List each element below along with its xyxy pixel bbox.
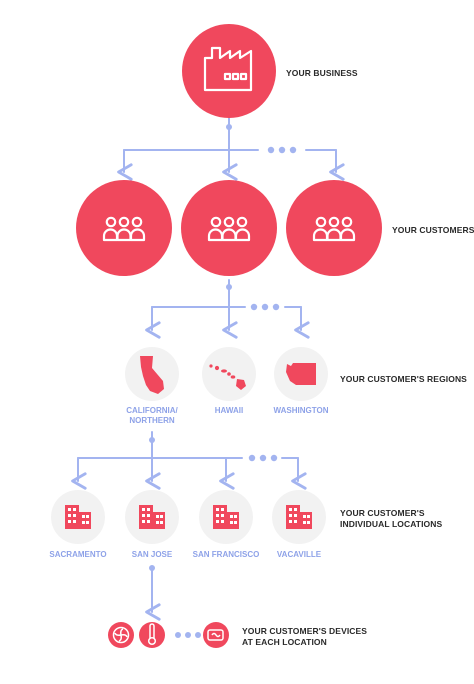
regions-tier-label: YOUR CUSTOMER'S REGIONS — [340, 374, 467, 384]
location-node-san-francisco — [199, 490, 253, 544]
more-locations-dots — [248, 454, 278, 462]
region-node-washington — [274, 347, 328, 401]
location-label-sacramento: SACRAMENTO — [49, 550, 107, 559]
region-node-california — [125, 347, 179, 401]
thermometer-icon — [147, 623, 157, 646]
fan-icon — [112, 626, 130, 644]
customers-tier-label: YOUR CUSTOMERS — [392, 225, 474, 235]
location-label-vacaville: VACAVILLE — [276, 550, 322, 559]
more-devices-dots — [175, 632, 201, 638]
junction-dot — [149, 565, 155, 571]
region-label-california: CALIFORNIA/ NORTHERN — [126, 406, 178, 425]
customer-node — [286, 180, 382, 276]
region-label-hawaii: HAWAII — [214, 406, 244, 415]
device-node-thermometer — [139, 622, 165, 648]
washington-map-icon — [286, 363, 316, 385]
junction-dots — [149, 124, 232, 571]
junction-dot — [149, 437, 155, 443]
device-node-water-heater — [203, 622, 229, 648]
location-node-sacramento — [51, 490, 105, 544]
factory-icon — [203, 46, 253, 92]
locations-tier-label: YOUR CUSTOMER'S INDIVIDUAL LOCATIONS — [340, 508, 443, 529]
more-regions-dots — [250, 303, 280, 311]
location-label-san-jose: SAN JOSE — [131, 550, 173, 559]
business-node — [182, 24, 276, 118]
location-label-san-francisco: SAN FRANCISCO — [192, 550, 260, 559]
connectors — [71, 116, 345, 621]
business-tier-label: YOUR BUSINESS — [286, 68, 358, 78]
region-label-washington: WASHINGTON — [273, 406, 329, 415]
customer-node — [76, 180, 172, 276]
devices-tier-label: YOUR CUSTOMER'S DEVICES AT EACH LOCATION — [242, 626, 368, 647]
hawaii-map-icon — [209, 364, 246, 390]
location-node-san-jose — [125, 490, 179, 544]
region-node-hawaii — [202, 347, 256, 401]
junction-dot — [226, 124, 232, 130]
junction-dot — [226, 284, 232, 290]
ellipsis-dots — [175, 146, 297, 638]
customer-node — [181, 180, 277, 276]
california-map-icon — [140, 356, 164, 394]
device-node-fan — [108, 622, 134, 648]
more-customers-dots — [267, 146, 297, 154]
location-node-vacaville — [272, 490, 326, 544]
water-heater-icon — [207, 629, 224, 641]
